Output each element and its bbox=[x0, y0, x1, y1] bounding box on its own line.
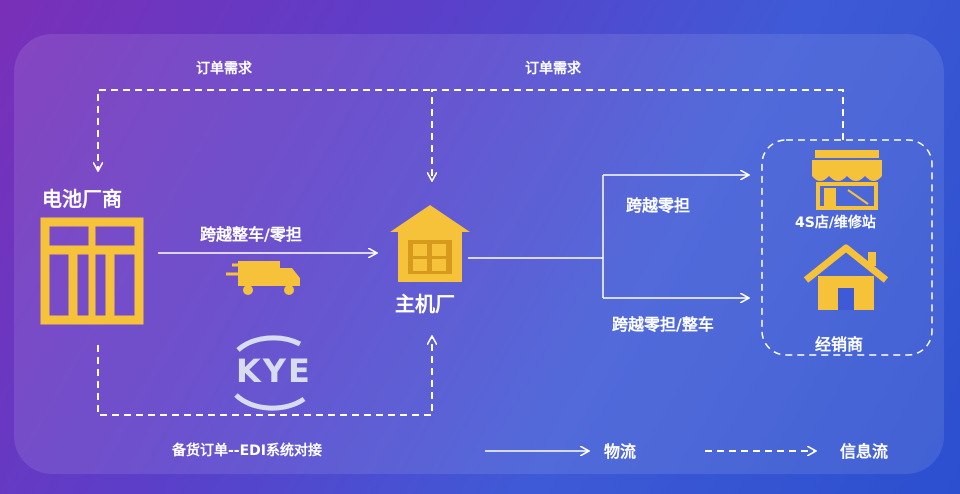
kye-logo-icon bbox=[234, 335, 306, 411]
house-icon bbox=[803, 244, 889, 310]
legend-info-label: 信息流 bbox=[840, 442, 889, 461]
label-route-ltl: 跨越零担 bbox=[626, 196, 691, 215]
label-edi: 备货订单--EDI系统对接 bbox=[172, 443, 323, 459]
info-flow-dealer-to-oem bbox=[432, 89, 844, 180]
customer-group-box bbox=[761, 139, 933, 356]
node-oem: 主机厂 bbox=[395, 292, 455, 316]
warehouse-icon bbox=[390, 205, 470, 282]
label-order-demand-right: 订单需求 bbox=[525, 61, 581, 77]
label-route-ltl-ftl: 跨越零担/整车 bbox=[612, 315, 714, 334]
battery-factory-icon bbox=[40, 217, 144, 325]
info-flow-oem-to-battery bbox=[98, 89, 430, 170]
node-battery-maker: 电池厂商 bbox=[42, 187, 122, 211]
node-dealer: 经销商 bbox=[815, 335, 864, 354]
label-order-demand-left: 订单需求 bbox=[196, 61, 252, 77]
shop-icon bbox=[812, 150, 882, 210]
legend-logistics-label: 物流 bbox=[604, 442, 637, 461]
kye-logo-text: KYE bbox=[236, 352, 312, 390]
node-4s-shop: 4S店/维修站 bbox=[795, 215, 876, 231]
label-route-ftl-ltl: 跨越整车/零担 bbox=[200, 225, 302, 244]
truck-icon bbox=[226, 261, 300, 295]
diagram-panel bbox=[14, 34, 944, 474]
